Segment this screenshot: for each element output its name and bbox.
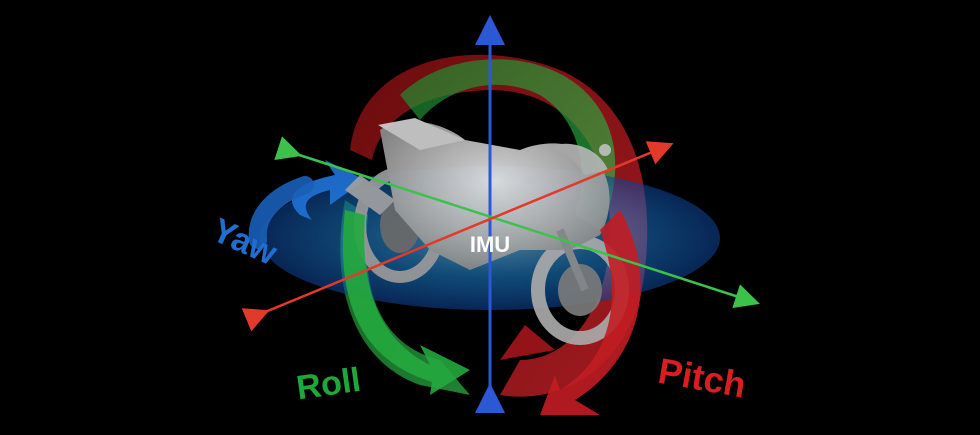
imu-label: IMU (470, 232, 510, 257)
pitch-axis (241, 141, 674, 332)
pitch-label: Pitch (655, 350, 749, 406)
roll-label: Roll (294, 361, 363, 408)
roll-rotation-band (340, 59, 616, 395)
